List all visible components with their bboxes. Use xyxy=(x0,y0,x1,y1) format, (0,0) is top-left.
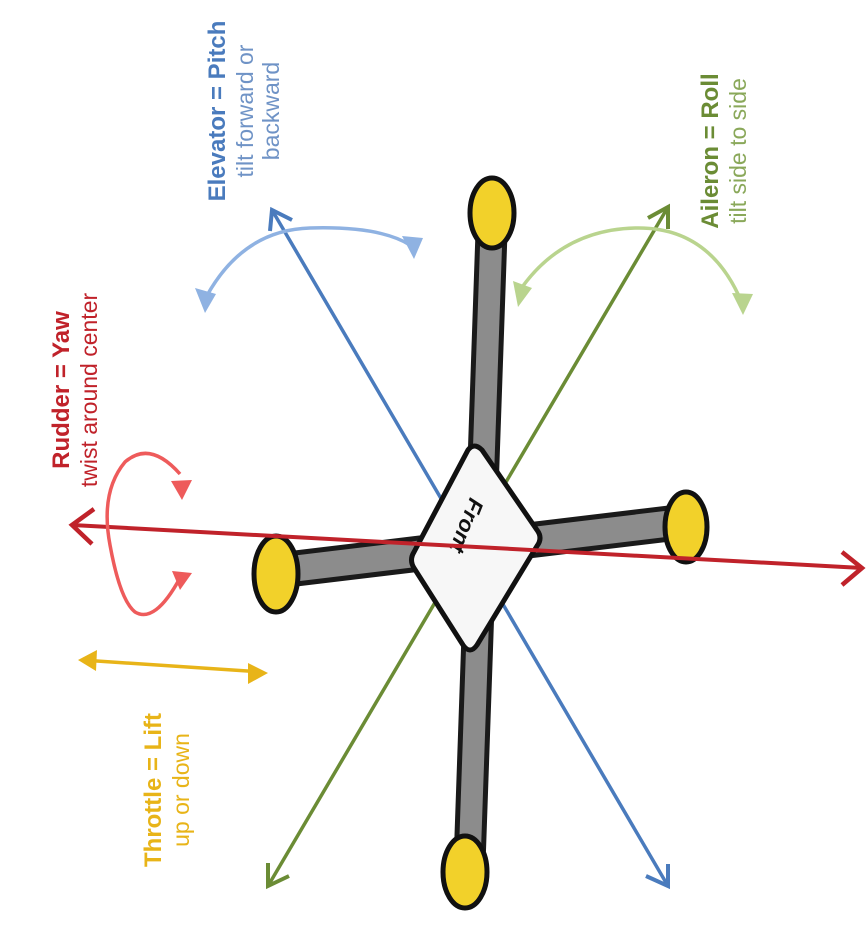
aileron-title: Aileron = Roll xyxy=(697,73,724,229)
elevator-title: Elevator = Pitch xyxy=(204,20,231,202)
yaw-rotation-arrow xyxy=(105,451,192,617)
rudder-label: Rudder = Yaw twist around center xyxy=(48,255,108,525)
motor-bottom xyxy=(440,833,490,911)
drone-motors xyxy=(251,175,710,911)
aileron-subtitle: tilt side to side xyxy=(724,78,751,224)
motor-right xyxy=(662,489,710,565)
pitch-rotation-arrow xyxy=(195,226,423,313)
throttle-title: Throttle = Lift xyxy=(140,713,167,867)
elevator-subtitle-line1: tilt forward or xyxy=(231,44,258,178)
elevator-subtitle-line2: backward xyxy=(258,61,285,161)
throttle-label: Throttle = Lift up or down xyxy=(140,695,200,885)
motor-left xyxy=(251,533,301,615)
rudder-subtitle: twist around center xyxy=(75,292,102,488)
throttle-subtitle: up or down xyxy=(167,733,194,847)
roll-rotation-arrow xyxy=(513,226,753,315)
rudder-axis xyxy=(68,507,866,587)
elevator-label: Elevator = Pitch tilt forward or backwar… xyxy=(204,1,292,221)
rudder-title: Rudder = Yaw xyxy=(48,311,75,469)
motor-top xyxy=(467,175,517,251)
aileron-label: Aileron = Roll tilt side to side xyxy=(697,51,757,251)
throttle-arrow xyxy=(78,650,268,684)
